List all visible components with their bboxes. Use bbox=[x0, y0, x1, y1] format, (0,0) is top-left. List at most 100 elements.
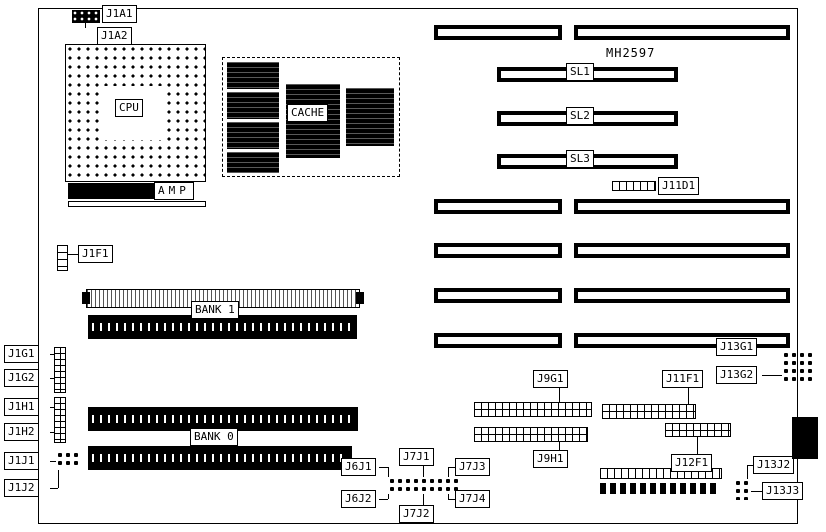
expansion-slot bbox=[434, 243, 562, 258]
expansion-slot bbox=[434, 333, 562, 348]
connector-j11d1 bbox=[612, 181, 656, 191]
jumper-label-j7j4: J7J4 bbox=[455, 490, 490, 508]
jumper-label-j13g2: J13G2 bbox=[716, 366, 758, 384]
cache-chip bbox=[227, 92, 279, 119]
simm-slot-bank0-b bbox=[88, 446, 352, 470]
jumper-label-j13g1: J13G1 bbox=[716, 338, 758, 356]
connector-j13j bbox=[734, 479, 751, 500]
amp-bar bbox=[68, 183, 154, 199]
jumper-label-j13j2: J13J2 bbox=[753, 456, 795, 474]
leader-line bbox=[747, 465, 748, 479]
jumper-label-j9h1: J9H1 bbox=[533, 450, 568, 468]
leader-line bbox=[762, 375, 782, 376]
connector-j1g bbox=[54, 347, 66, 393]
simm-clip bbox=[82, 292, 90, 304]
leader-line bbox=[559, 442, 560, 450]
connector-j11f1 bbox=[602, 404, 696, 419]
jumper-label-j1a1: J1A1 bbox=[102, 5, 137, 23]
leader-line bbox=[448, 467, 449, 477]
model-number: MH2597 bbox=[606, 46, 656, 60]
simm-clip bbox=[356, 292, 364, 304]
simm-slot-bank1-a bbox=[86, 289, 360, 308]
leader-line bbox=[388, 494, 389, 499]
jumper-label-j7j1: J7J1 bbox=[399, 448, 434, 466]
connector-j1a1-j1a2 bbox=[72, 10, 100, 23]
leader-line bbox=[50, 432, 54, 433]
connector-j9h1 bbox=[474, 427, 588, 442]
leader-line bbox=[448, 467, 455, 468]
connector-pad-row bbox=[600, 483, 716, 494]
jumper-label-j6j1: J6J1 bbox=[341, 458, 376, 476]
leader-line bbox=[50, 354, 54, 355]
leader-line bbox=[747, 465, 753, 466]
jumper-label-j6j2: J6J2 bbox=[341, 490, 376, 508]
jumper-label-j7j2: J7J2 bbox=[399, 505, 434, 523]
jumper-label-j9g1: J9G1 bbox=[533, 370, 568, 388]
slot-label-sl1: SL1 bbox=[566, 63, 594, 81]
expansion-slot bbox=[574, 243, 790, 258]
cpu-label: CPU bbox=[115, 99, 143, 117]
cache-region bbox=[222, 57, 400, 177]
expansion-slot bbox=[574, 25, 790, 40]
simm-slot-bank1-b bbox=[88, 315, 357, 339]
connector-j6-j7 bbox=[388, 477, 462, 494]
bank1-label: BANK 1 bbox=[191, 301, 239, 319]
connector-j1h bbox=[54, 397, 66, 443]
expansion-slot bbox=[434, 288, 562, 303]
leader-line bbox=[751, 491, 762, 492]
connector-j1f1 bbox=[57, 245, 68, 271]
cache-chip bbox=[227, 122, 279, 149]
leader-line bbox=[50, 407, 54, 408]
jumper-label-j11d1: J11D1 bbox=[658, 177, 700, 195]
expansion-slot bbox=[574, 199, 790, 214]
jumper-label-j13j3: J13J3 bbox=[762, 482, 804, 500]
leader-line bbox=[423, 494, 424, 505]
leader-line bbox=[688, 388, 689, 404]
expansion-slot bbox=[574, 333, 790, 348]
keyboard-connector bbox=[792, 417, 818, 459]
amp-label: AMP bbox=[154, 182, 194, 200]
connector-pad-row bbox=[600, 468, 722, 479]
simm-slot-bank0-a bbox=[88, 407, 358, 431]
jumper-label-j12f1: J12F1 bbox=[671, 454, 713, 472]
leader-line bbox=[50, 488, 58, 489]
amp-thin-bar bbox=[68, 201, 206, 207]
leader-line bbox=[697, 437, 698, 454]
cache-chip bbox=[227, 62, 279, 89]
expansion-slot bbox=[434, 199, 562, 214]
leader-line bbox=[388, 467, 389, 477]
bank0-label: BANK 0 bbox=[190, 428, 238, 446]
jumper-label-j7j3: J7J3 bbox=[455, 458, 490, 476]
jumper-label-j1j2: J1J2 bbox=[4, 479, 39, 497]
leader-line bbox=[58, 470, 59, 488]
jumper-label-j1a2: J1A2 bbox=[97, 27, 132, 45]
slot-label-sl2: SL2 bbox=[566, 107, 594, 125]
jumper-label-j1g1: J1G1 bbox=[4, 345, 39, 363]
jumper-label-j1j1: J1J1 bbox=[4, 452, 39, 470]
leader-line bbox=[50, 378, 54, 379]
connector-j12f1 bbox=[665, 423, 731, 437]
leader-line bbox=[379, 499, 388, 500]
leader-line bbox=[448, 494, 449, 499]
leader-line bbox=[50, 461, 56, 462]
connector-j1j bbox=[56, 451, 78, 468]
leader-line bbox=[68, 254, 78, 255]
leader-line bbox=[379, 467, 388, 468]
cache-chip bbox=[346, 88, 394, 146]
cache-chip bbox=[227, 152, 279, 173]
connector-j13g bbox=[782, 351, 816, 381]
jumper-label-j1h1: J1H1 bbox=[4, 398, 39, 416]
leader-line bbox=[85, 23, 86, 28]
jumper-label-j1h2: J1H2 bbox=[4, 423, 39, 441]
jumper-label-j1g2: J1G2 bbox=[4, 369, 39, 387]
leader-line bbox=[423, 466, 424, 477]
expansion-slot bbox=[574, 288, 790, 303]
jumper-label-j1f1: J1F1 bbox=[78, 245, 113, 263]
slot-label-sl3: SL3 bbox=[566, 150, 594, 168]
connector-j9g1 bbox=[474, 402, 592, 417]
jumper-label-j11f1: J11F1 bbox=[662, 370, 704, 388]
leader-line bbox=[559, 388, 560, 402]
leader-line bbox=[448, 499, 455, 500]
leader-line bbox=[762, 347, 786, 348]
